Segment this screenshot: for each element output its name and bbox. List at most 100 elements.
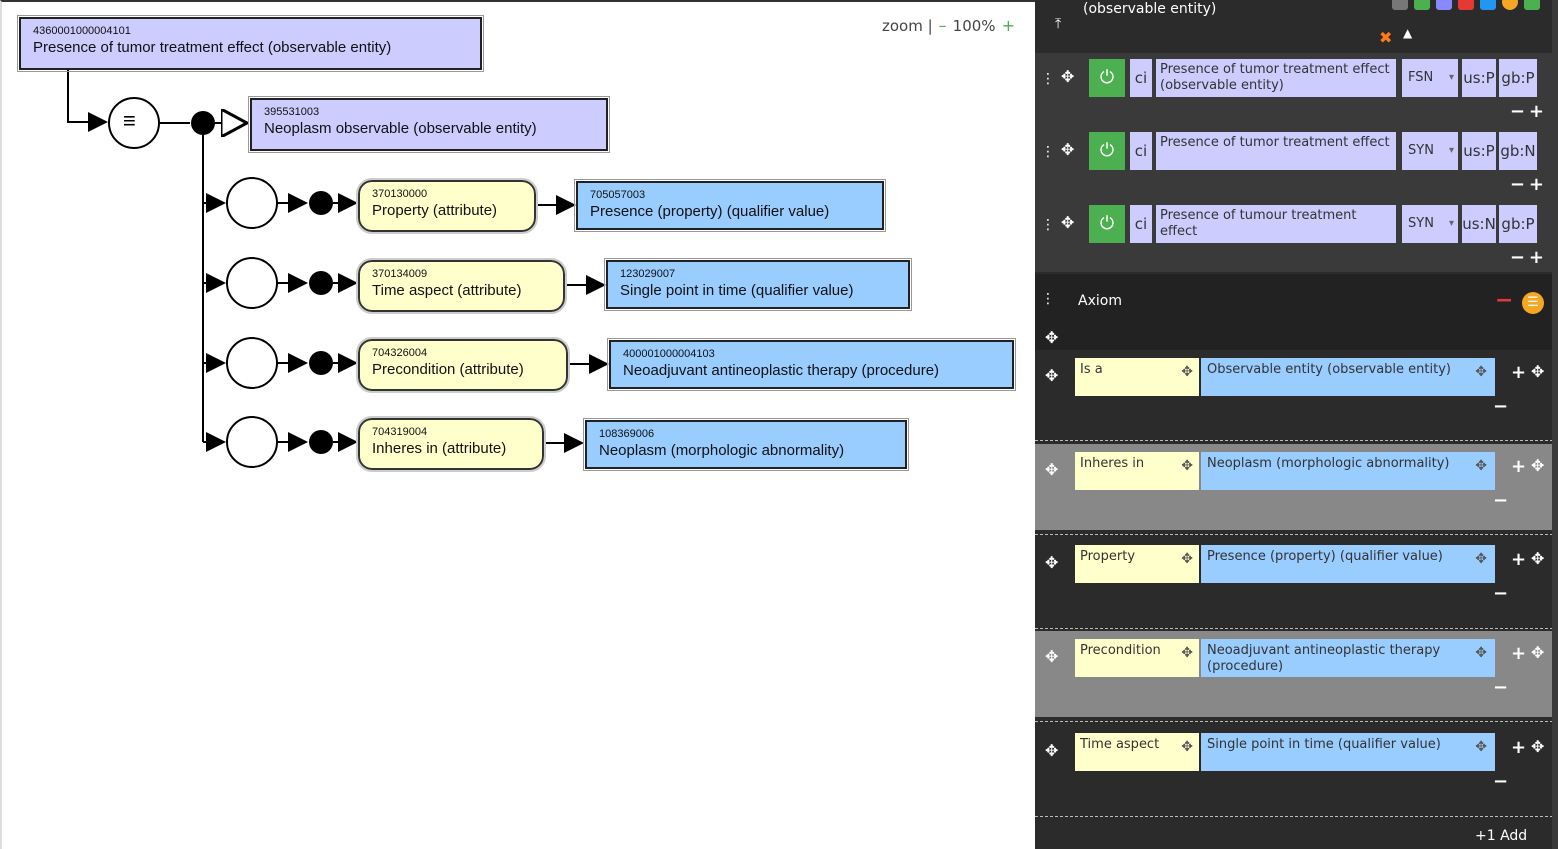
zoom-out-button[interactable]: – xyxy=(938,16,947,35)
gb-acceptability[interactable]: gb:P xyxy=(1499,59,1537,97)
move-icon[interactable]: ✥ xyxy=(1181,645,1193,661)
close-icon[interactable]: ✖ xyxy=(1379,28,1393,47)
remove-add-description[interactable]: −+ xyxy=(1509,101,1548,122)
move-icon[interactable]: ✥ xyxy=(1061,67,1075,86)
us-acceptability[interactable]: us:P xyxy=(1462,59,1496,97)
move-icon[interactable]: ✥ xyxy=(1045,460,1059,479)
menu-icon[interactable] xyxy=(1502,0,1518,10)
move-icon[interactable]: ✥ xyxy=(1181,739,1193,755)
move-icon[interactable]: ✥ xyxy=(1045,366,1059,385)
remove-add-description[interactable]: −+ xyxy=(1509,247,1548,268)
export-icon[interactable]: ⤒ xyxy=(1055,16,1062,32)
move-icon[interactable]: ✥ xyxy=(1531,362,1545,381)
move-icon[interactable]: ✥ xyxy=(1181,458,1193,474)
drag-handle-icon[interactable]: ⋮ xyxy=(1041,291,1055,307)
gb-acceptability[interactable]: gb:N xyxy=(1499,132,1537,170)
move-icon[interactable]: ✥ xyxy=(1045,647,1059,666)
parent-concept-label: Neoplasm observable (observable entity) xyxy=(264,120,537,137)
description-term[interactable]: Presence of tumor treatment effect (obse… xyxy=(1156,59,1396,97)
relationship-type-field[interactable]: Inheres in✥ xyxy=(1075,452,1199,490)
value-concept-box[interactable]: 400001000004103 Neoadjuvant antineoplast… xyxy=(607,338,1016,391)
move-icon[interactable]: ✥ xyxy=(1181,551,1193,567)
root-concept-box[interactable]: 4360001000004101 Presence of tumor treat… xyxy=(17,15,484,72)
add-axiom-button[interactable]: +1 Add xyxy=(1475,828,1528,844)
attribute-box[interactable]: 370130000 Property (attribute) xyxy=(356,178,538,234)
add-relationship-button[interactable]: + xyxy=(1511,456,1527,477)
add-relationship-button[interactable]: + xyxy=(1511,549,1527,570)
history-icon[interactable] xyxy=(1436,0,1452,10)
move-icon[interactable]: ✥ xyxy=(1475,739,1487,755)
attribute-box[interactable]: 704319004 Inheres in (attribute) xyxy=(356,416,546,472)
move-icon[interactable]: ✥ xyxy=(1045,741,1059,760)
relationship-type-field[interactable]: Is a✥ xyxy=(1075,358,1199,396)
us-acceptability[interactable]: us:P xyxy=(1462,132,1496,170)
relationship-type-field[interactable]: Time aspect✥ xyxy=(1075,733,1199,771)
axiom-menu-icon[interactable]: ☰ xyxy=(1522,292,1544,314)
case-significance[interactable]: ci xyxy=(1130,205,1152,243)
remove-relationship-button[interactable]: − xyxy=(1493,677,1509,698)
move-icon[interactable]: ✥ xyxy=(1475,551,1487,567)
active-toggle[interactable]: ⏻ xyxy=(1089,59,1125,97)
value-concept-box[interactable]: 705057003 Presence (property) (qualifier… xyxy=(574,179,886,232)
case-significance[interactable]: ci xyxy=(1130,59,1152,97)
add-relationship-button[interactable]: + xyxy=(1511,737,1527,758)
copy-icon[interactable] xyxy=(1524,0,1540,10)
undo-icon[interactable] xyxy=(1414,0,1430,10)
move-icon[interactable]: ✥ xyxy=(1045,328,1059,347)
remove-relationship-button[interactable]: − xyxy=(1493,583,1509,604)
drag-handle-icon[interactable]: ⋮ xyxy=(1041,217,1055,233)
relationship-type-label: Precondition xyxy=(1080,643,1161,658)
move-icon[interactable]: ✥ xyxy=(1531,737,1545,756)
conjunction-node xyxy=(191,111,215,135)
description-type-select[interactable]: FSN xyxy=(1402,59,1458,97)
caret-up-icon[interactable]: ▲ xyxy=(1403,26,1413,40)
remove-relationship-button[interactable]: − xyxy=(1493,396,1509,417)
save-icon[interactable] xyxy=(1392,0,1408,10)
drag-handle-icon[interactable]: ⋮ xyxy=(1041,71,1055,87)
move-icon[interactable]: ✥ xyxy=(1061,140,1075,159)
move-icon[interactable]: ✥ xyxy=(1045,553,1059,572)
relationship-target-field[interactable]: Presence (property) (qualifier value)✥ xyxy=(1201,545,1495,583)
relationship-target-field[interactable]: Neoadjuvant antineoplastic therapy (proc… xyxy=(1201,639,1495,677)
attribute-box[interactable]: 704326004 Precondition (attribute) xyxy=(356,337,570,393)
relationship-target-field[interactable]: Neoplasm (morphologic abnormality)✥ xyxy=(1201,452,1495,490)
parent-concept-box[interactable]: 395531003 Neoplasm observable (observabl… xyxy=(248,96,610,153)
description-term[interactable]: Presence of tumour treatment effect xyxy=(1156,205,1396,243)
active-toggle[interactable]: ⏻ xyxy=(1089,205,1125,243)
move-icon[interactable]: ✥ xyxy=(1181,364,1193,380)
remove-axiom-button[interactable]: − xyxy=(1495,288,1514,313)
description-type-select[interactable]: SYN xyxy=(1402,205,1458,243)
description-term[interactable]: Presence of tumor treatment effect xyxy=(1156,132,1396,170)
description-type-select[interactable]: SYN xyxy=(1402,132,1458,170)
relationship-type-field[interactable]: Property✥ xyxy=(1075,545,1199,583)
move-icon[interactable]: ✥ xyxy=(1061,213,1075,232)
move-icon[interactable]: ✥ xyxy=(1475,364,1487,380)
move-icon[interactable]: ✥ xyxy=(1531,643,1545,662)
relationship-target-field[interactable]: Single point in time (qualifier value)✥ xyxy=(1201,733,1495,771)
us-acceptability[interactable]: us:N xyxy=(1462,205,1496,243)
remove-icon[interactable] xyxy=(1458,0,1474,10)
case-significance[interactable]: ci xyxy=(1130,132,1152,170)
move-icon[interactable]: ✥ xyxy=(1475,645,1487,661)
active-toggle[interactable]: ⏻ xyxy=(1089,132,1125,170)
remove-relationship-button[interactable]: − xyxy=(1493,490,1509,511)
remove-add-description[interactable]: −+ xyxy=(1509,174,1548,195)
move-icon[interactable]: ✥ xyxy=(1531,456,1545,475)
scrollbar[interactable] xyxy=(1552,0,1558,849)
relationship-target-field[interactable]: Observable entity (observable entity)✥ xyxy=(1201,358,1495,396)
value-concept-box[interactable]: 123029007 Single point in time (qualifie… xyxy=(604,258,912,311)
zoom-label: zoom | xyxy=(882,16,933,35)
move-icon[interactable]: ✥ xyxy=(1475,458,1487,474)
add-relationship-button[interactable]: + xyxy=(1511,643,1527,664)
drag-handle-icon[interactable]: ⋮ xyxy=(1041,144,1055,160)
attribute-box[interactable]: 370134009 Time aspect (attribute) xyxy=(356,258,567,314)
add-relationship-button[interactable]: + xyxy=(1511,362,1527,383)
move-icon[interactable]: ✥ xyxy=(1531,549,1545,568)
relationship-type-field[interactable]: Precondition ✥ xyxy=(1075,639,1199,677)
zoom-in-button[interactable]: + xyxy=(1001,16,1015,35)
value-concept-box[interactable]: 108369006 Neoplasm (morphologic abnormal… xyxy=(583,418,909,471)
snomed-icon[interactable] xyxy=(1480,0,1496,10)
gb-acceptability[interactable]: gb:P xyxy=(1499,205,1537,243)
description-row: ⋮ ✥ ⏻ ci Presence of tumor treatment eff… xyxy=(1035,126,1558,199)
remove-relationship-button[interactable]: − xyxy=(1493,771,1509,792)
